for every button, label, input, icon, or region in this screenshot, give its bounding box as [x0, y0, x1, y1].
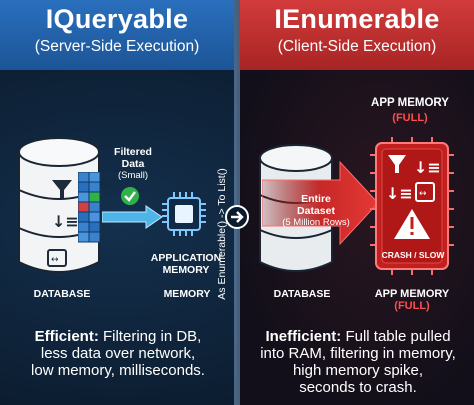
- left-caption-text1: Filtering in DB,: [98, 328, 202, 345]
- right-header: IEnumerable (Client-Side Execution): [240, 0, 474, 70]
- right-caption-line2: into RAM, filtering in memory,: [260, 345, 456, 362]
- as-enumerable-to-list-label: As Enumerable() -> To List(): [216, 168, 228, 300]
- svg-text:↔: ↔: [51, 255, 59, 265]
- app-memory-full-top-label: (FULL): [392, 112, 428, 124]
- svg-text:↓≡: ↓≡: [386, 184, 413, 203]
- left-caption: Efficient: Filtering in DB, less data ov…: [4, 328, 232, 379]
- left-header: IQueryable (Server-Side Execution): [0, 0, 234, 70]
- check-icon: [121, 187, 139, 205]
- left-memory-label: MEMORY: [163, 288, 211, 300]
- filtered-size: (Small): [117, 170, 149, 181]
- rows-line: (5 Million Rows): [282, 217, 350, 228]
- right-caption: Inefficient: Full table pulled into RAM,…: [244, 328, 472, 396]
- app-memory-bottom-line1: APP MEMORY: [374, 288, 450, 300]
- left-database-label: DATABASE: [33, 288, 91, 300]
- full-memory-chip-icon: ↓≡ ↓≡ ↔: [370, 137, 454, 275]
- entire-line: Entire: [301, 193, 331, 205]
- svg-text:↔: ↔: [419, 189, 427, 199]
- right-title: IEnumerable: [274, 4, 440, 34]
- big-red-arrow-icon: [262, 160, 379, 246]
- data-grid-icon: [78, 172, 100, 243]
- filtered-label-line2: Data: [121, 158, 145, 170]
- dataset-line: Dataset: [297, 205, 335, 217]
- right-subtitle: (Client-Side Execution): [277, 38, 437, 55]
- filtered-data-label: Filtered Data (Small): [104, 146, 162, 182]
- left-subtitle: (Server-Side Execution): [34, 38, 200, 55]
- left-caption-line3: low memory, milliseconds.: [31, 362, 205, 379]
- app-memory-top-label: APP MEMORY: [371, 97, 449, 109]
- chip-icon: [162, 192, 206, 236]
- svg-text:↓≡: ↓≡: [52, 212, 79, 231]
- left-caption-bold: Efficient:: [34, 328, 99, 345]
- entire-dataset-label: Entire Dataset (5 Million Rows): [272, 193, 360, 229]
- app-memory-bottom-line2: (FULL): [394, 300, 430, 312]
- filtered-label-line1: Filtered: [114, 146, 152, 158]
- crash-slow-label: CRASH / SLOW: [381, 250, 445, 260]
- left-title: IQueryable: [45, 4, 189, 34]
- left-caption-line1: Efficient: Filtering in DB,: [4, 328, 232, 345]
- app-memory-bottom-label: APP MEMORY (FULL): [362, 288, 462, 312]
- arrow-to-memory-icon: [102, 205, 163, 229]
- application-memory-label: APPLICATION MEMORY: [146, 252, 226, 276]
- right-caption-bold: Inefficient:: [265, 328, 342, 345]
- right-caption-line1: Inefficient: Full table pulled: [244, 328, 472, 345]
- right-caption-line3: high memory spike,: [292, 362, 424, 379]
- left-caption-line2: less data over network,: [40, 345, 196, 362]
- app-memory-line2: MEMORY: [162, 264, 210, 276]
- right-database-label: DATABASE: [273, 288, 331, 300]
- right-caption-text1: Full table pulled: [341, 328, 451, 345]
- svg-text:↓≡: ↓≡: [414, 158, 441, 177]
- right-arrow-circle-icon: [225, 205, 249, 229]
- app-memory-line1: APPLICATION: [150, 252, 222, 264]
- right-caption-line4: seconds to crash.: [299, 379, 417, 396]
- center-divider: [234, 0, 240, 405]
